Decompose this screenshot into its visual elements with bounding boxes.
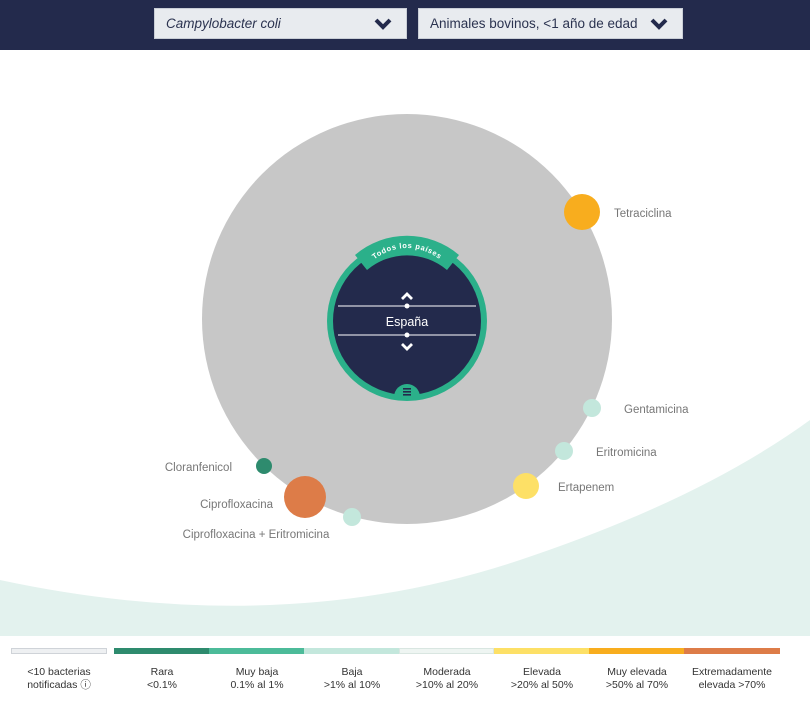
legend-label: Baja [341,666,363,678]
menu-icon[interactable] [403,388,411,396]
chevron-down-icon [374,18,392,30]
legend-item-muy-elevada: Muy elevada >50% al 70% [589,666,685,692]
legend-swatch-muy-baja [209,648,304,654]
chevron-up-icon[interactable] [401,292,413,300]
drug-bubble-gentamicina[interactable] [583,399,601,417]
drug-label-tetraciclina: Tetraciclina [614,208,672,220]
chevron-down-icon [650,18,668,30]
chevron-down-icon[interactable] [401,343,413,351]
drug-label-ciprofloxacina: Ciprofloxacina [200,499,273,511]
legend-label: Muy baja [235,666,279,678]
drug-label-ciprofloxacina-eritromicina: Ciprofloxacina + Eritromicina [183,529,330,541]
legend-swatch-moderada [399,648,494,654]
drug-bubble-tetraciclina[interactable] [564,194,600,230]
top-filter-bar: Campylobacter coli Animales bovinos, <1 … [0,0,810,50]
legend-swatch-elevada [494,648,589,654]
legend-label: Extremadamente [692,666,772,678]
country-dial: Todos los países España [327,235,487,401]
legend-item-muy-baja: Muy baja 0.1% al 1% [209,666,305,692]
menu-tab[interactable] [394,384,420,397]
legend-label: Rara [150,666,174,678]
drug-label-eritromicina: Eritromicina [596,447,657,459]
legend-range: notificadas ⓘ [11,679,107,692]
dial-dot-bottom [404,332,410,338]
selected-country[interactable]: España [386,315,428,329]
country-dial-body [333,247,481,395]
animal-select-value: Animales bovinos, <1 año de edad [430,16,638,31]
drug-bubble-ciprofloxacina[interactable] [284,476,326,518]
legend-label: Moderada [423,666,471,678]
legend-item-extremadamente-elevada: Extremadamente elevada >70% [684,666,780,692]
legend-range: <0.1% [146,679,178,691]
drug-bubble-ciprofloxacina-eritromicina[interactable] [343,508,361,526]
legend-range: >1% al 10% [323,679,381,691]
legend-swatch-rara [114,648,209,654]
legend-swatch-muy-elevada [589,648,684,654]
background-sweep [0,420,810,636]
legend-range: >50% al 70% [605,679,669,691]
resistance-visualization: Tetraciclina Gentamicina Eritromicina Er… [0,114,810,636]
legend-swatch-insufficient [11,648,107,654]
dial-dot-top [404,303,410,309]
legend-item-rara: Rara <0.1% [114,666,210,692]
drug-bubble-ertapenem[interactable] [513,473,539,499]
legend-range-text: notificadas [27,679,78,691]
legend-item-elevada: Elevada >20% al 50% [494,666,590,692]
animal-select[interactable]: Animales bovinos, <1 año de edad [418,8,683,39]
bacteria-select-value: Campylobacter coli [166,16,281,31]
drug-label-cloranfenicol: Cloranfenicol [165,462,232,474]
drug-label-ertapenem: Ertapenem [558,482,614,494]
legend-range: >20% al 50% [510,679,574,691]
legend-label: Elevada [523,666,561,678]
legend-range: elevada >70% [698,679,766,691]
legend-swatch-extremadamente-elevada [684,648,780,654]
legend-range: >10% al 20% [415,679,479,691]
drug-bubble-eritromicina[interactable] [555,442,573,460]
legend-item-insufficient: <10 bacterias notificadas ⓘ [11,666,107,692]
legend-label: <10 bacterias [27,666,91,678]
legend-label: Muy elevada [607,666,667,678]
legend-swatch-baja [304,648,399,654]
drug-bubble-cloranfenicol[interactable] [256,458,272,474]
drug-label-gentamicina: Gentamicina [624,404,689,416]
bacteria-select[interactable]: Campylobacter coli [154,8,407,39]
legend-item-baja: Baja >1% al 10% [304,666,400,692]
legend-range: 0.1% al 1% [230,679,284,691]
all-countries-tab[interactable] [355,235,459,270]
info-icon[interactable]: ⓘ [80,679,91,691]
legend-item-moderada: Moderada >10% al 20% [399,666,495,692]
